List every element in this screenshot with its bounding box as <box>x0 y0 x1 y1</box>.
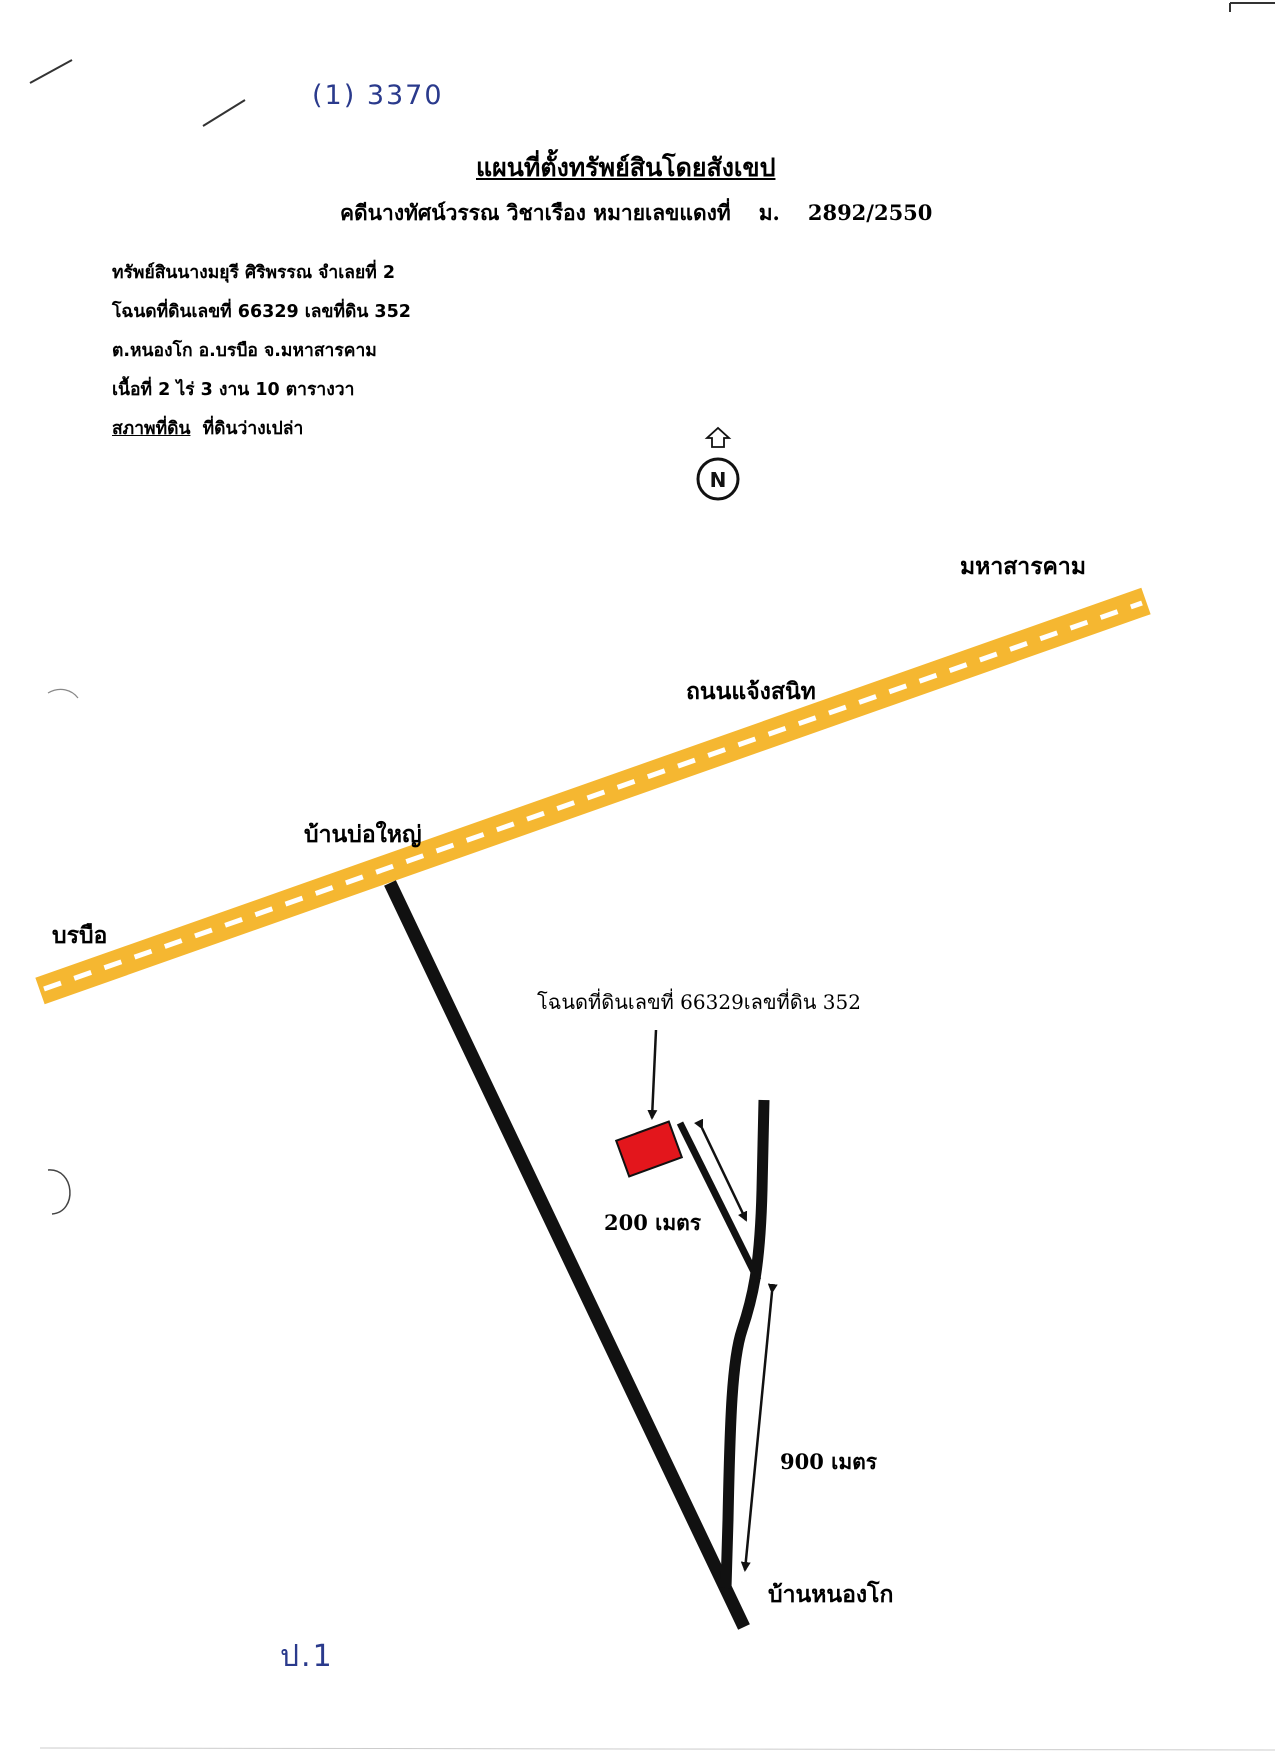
deed-number-line: โฉนดที่ดินเลขที่ 66329 เลขที่ดิน 352 <box>112 302 411 322</box>
highway-centerline <box>43 600 1143 992</box>
page-title: แผนที่ตั้งทรัพย์สินโดยสังเขป <box>476 153 776 182</box>
label-ban-bo-yai: บ้านบ่อใหญ่ <box>304 821 422 848</box>
handwritten-bottom-note: ป.1 <box>280 1639 334 1674</box>
north-arrow-icon <box>704 426 732 448</box>
label-road-name: ถนนแจ้งสนิท <box>686 678 816 705</box>
property-owner-line: ทรัพย์สินนางมยุรี ศิริพรรณ จำเลยที่ 2 <box>112 263 395 283</box>
handwritten-top-note: (1) 3370 <box>312 80 444 111</box>
distance-900-arrow <box>740 1283 778 1572</box>
road-east-branch <box>720 1099 770 1589</box>
condition-value: ที่ดินว่างเปล่า <box>202 419 304 439</box>
label-deed: โฉนดที่ดินเลขที่ 66329เลขที่ดิน 352 <box>537 990 861 1014</box>
condition-label: สภาพที่ดิน <box>112 419 191 439</box>
land-parcel <box>614 1120 684 1178</box>
compass: N <box>696 426 740 501</box>
case-prefix: คดีนางทัศน์วรรณ วิชาเรือง หมายเลขแดงที่ <box>340 200 731 225</box>
label-distance-900: 900 เมตร <box>780 1449 878 1474</box>
arrows <box>647 1029 778 1572</box>
compass-letter: N <box>710 468 727 492</box>
case-type: ม. <box>758 200 780 225</box>
road-to-ban-nong-ko <box>384 880 750 1630</box>
label-ban-nong-ko: บ้านหนองโก <box>768 1581 894 1608</box>
label-distance-200: 200 เมตร <box>604 1210 702 1235</box>
highway <box>35 587 1151 1005</box>
label-maha-sarakham: มหาสารคาม <box>960 553 1087 580</box>
area-line: เนื้อที่ 2 ไร่ 3 งาน 10 ตารางวา <box>112 380 355 400</box>
scan-marks <box>29 2 1275 1751</box>
condition-line: สภาพที่ดิน ที่ดินว่างเปล่า <box>112 410 411 449</box>
location-line: ต.หนองโก อ.บรบือ จ.มหาสารคาม <box>112 341 377 361</box>
road-to-parcel <box>676 1121 762 1282</box>
label-borabue: บรบือ <box>52 922 108 949</box>
case-number: 2892/2550 <box>807 200 933 225</box>
case-line: คดีนางทัศน์วรรณ วิชาเรือง หมายเลขแดงที่ ม… <box>340 197 932 230</box>
property-info: ทรัพย์สินนางมยุรี ศิริพรรณ จำเลยที่ 2 โฉ… <box>112 254 411 449</box>
distance-200-arrow <box>694 1118 748 1222</box>
deed-pointer-arrow <box>647 1029 658 1120</box>
compass-circle <box>696 457 740 501</box>
